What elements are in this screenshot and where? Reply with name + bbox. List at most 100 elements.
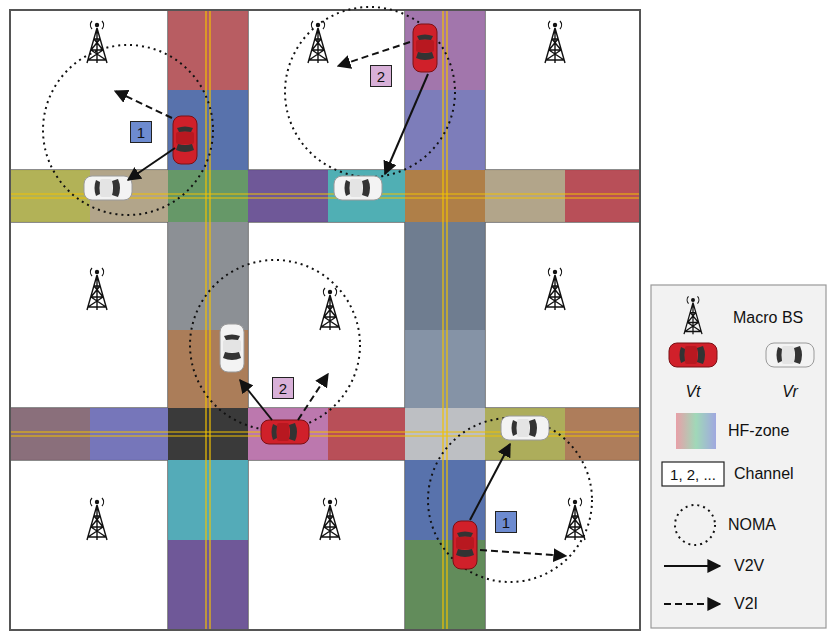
v2i-link — [480, 550, 566, 556]
legend-text: Channel — [734, 465, 794, 482]
hf-zone-tile — [485, 170, 565, 222]
hf-zone-tile — [485, 408, 565, 460]
receiver-car — [220, 324, 244, 372]
base-station-icon — [320, 288, 340, 330]
base-station-icon — [545, 21, 565, 63]
base-station-icon — [565, 498, 585, 540]
city-block — [485, 460, 640, 630]
legend-text: HF-zone — [728, 422, 789, 439]
hf-zone-tile — [90, 408, 168, 460]
transmitter-car — [173, 116, 197, 164]
city-block — [10, 10, 168, 170]
city-block — [10, 460, 168, 630]
receiver-car — [501, 416, 549, 440]
hf-zone-tile — [565, 170, 640, 222]
transmitter-car — [453, 521, 477, 569]
noma-circle — [285, 7, 455, 177]
hf-zone-tile — [405, 540, 485, 630]
hf-zone-tile — [248, 170, 328, 222]
hf-zone-tile — [168, 10, 248, 90]
base-station-icon — [320, 498, 340, 540]
v2v-link — [385, 74, 428, 174]
hf-zone-tile — [168, 540, 248, 630]
hf-zone-tile — [168, 222, 248, 330]
legend-item: Macro BS — [733, 309, 803, 327]
v2i-link — [338, 42, 410, 66]
city-block — [10, 222, 168, 408]
lane-line — [205, 10, 206, 630]
noma-circle — [428, 418, 592, 582]
base-station-icon — [87, 268, 107, 310]
channel-number: 2 — [279, 380, 287, 397]
hf-zone-tile — [405, 222, 485, 330]
hf-zone-sample — [676, 413, 716, 449]
city-block — [485, 222, 640, 408]
legend-item: Vt — [685, 383, 700, 401]
base-station-icon — [684, 296, 702, 334]
v2i-link — [115, 91, 172, 118]
channel-box: 2 — [272, 377, 294, 399]
hf-zone-tile — [405, 170, 485, 222]
base-station-icon — [308, 21, 328, 63]
channel-box: 1 — [495, 511, 517, 533]
legend-panel — [651, 285, 826, 628]
transmitter-car — [413, 24, 437, 72]
legend-text: NOMA — [728, 516, 776, 533]
city-block — [248, 222, 405, 408]
base-station-icon — [545, 268, 565, 310]
v2v-sample — [664, 565, 720, 567]
receiver-car — [334, 176, 382, 200]
channel-sample — [662, 462, 724, 486]
city-block — [248, 460, 405, 630]
lane-line — [442, 10, 443, 630]
v2v-link — [128, 148, 175, 180]
hf-zone-tile — [405, 408, 485, 460]
hf-zone-tile — [168, 408, 248, 460]
legend-text: V2V — [734, 557, 764, 574]
lane-line — [446, 10, 447, 630]
hf-zone-tile — [405, 330, 485, 408]
noma-sample — [675, 505, 715, 545]
channel-number: 1 — [502, 514, 510, 531]
hf-zone-tile — [248, 408, 328, 460]
hf-zone-tile — [10, 408, 90, 460]
legend-item: V2V — [734, 557, 764, 575]
channel-number: 1 — [137, 124, 145, 141]
map-border — [10, 10, 640, 630]
city-map — [10, 7, 640, 630]
legend-item: Vr — [782, 383, 798, 401]
hf-zone-tile — [10, 170, 90, 222]
city-block — [248, 10, 405, 170]
channel-number: 2 — [377, 68, 385, 85]
legend-item: Channel — [734, 465, 794, 483]
base-station-icon — [87, 498, 107, 540]
hf-zone-tile — [168, 170, 248, 222]
hf-zone-tile — [168, 460, 248, 540]
legend-text: Macro BS — [733, 309, 803, 326]
hf-zone-tile — [328, 170, 405, 222]
receiver-car — [84, 176, 132, 200]
transmitter-car — [261, 420, 309, 444]
v2i-link — [298, 374, 328, 420]
city-block — [485, 10, 640, 170]
legend-text: Vt — [685, 383, 700, 400]
v2i-sample — [664, 603, 720, 605]
channel-box: 2 — [370, 65, 392, 87]
noma-circle — [43, 45, 213, 215]
noma-circle — [190, 260, 360, 430]
legend-text: V2I — [734, 595, 758, 612]
legend-item: V2I — [734, 595, 758, 613]
transmitter-car — [669, 343, 717, 367]
v2v-link — [470, 444, 510, 520]
road-ground — [10, 10, 640, 630]
legend-item: NOMA — [728, 516, 776, 534]
legend-text: Vr — [782, 383, 798, 400]
receiver-car — [766, 343, 814, 367]
legend-item: HF-zone — [728, 422, 789, 440]
hf-zone-tile — [328, 408, 405, 460]
v2v-link — [240, 380, 272, 420]
channel-box: 1 — [130, 121, 152, 143]
channel-sample-text: 1, 2, ... — [670, 466, 716, 483]
